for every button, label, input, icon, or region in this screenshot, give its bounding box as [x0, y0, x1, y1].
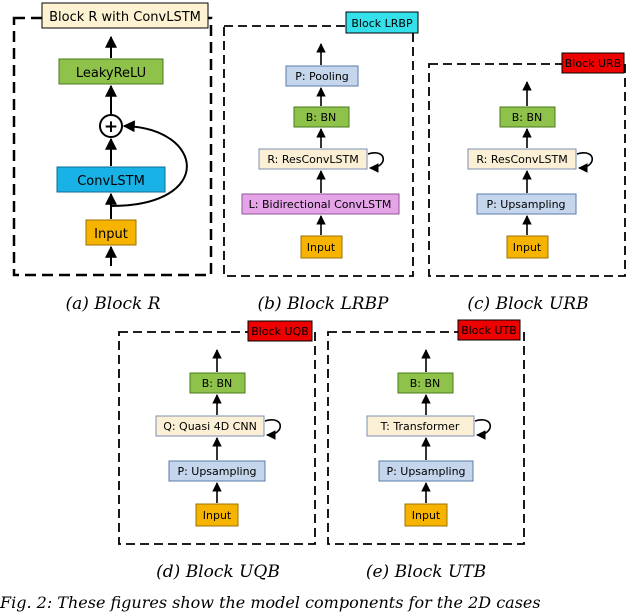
uqb-quasi-label: Q: Quasi 4D CNN [163, 420, 257, 433]
block-lrbp-frame [223, 25, 414, 277]
lrbp-bn-box [293, 106, 350, 128]
urb-up-box [476, 193, 577, 215]
lrbp-input-box [300, 235, 343, 259]
utb-up-label: P: Upsampling [386, 465, 465, 478]
block-r-input-box [85, 219, 137, 246]
uqb-bn-box [189, 372, 246, 394]
convlstm-label: ConvLSTM [77, 174, 145, 189]
urb-up-label: P: Upsampling [486, 198, 565, 211]
lrbp-loop-arrow [367, 152, 385, 173]
uqb-up-box [168, 460, 266, 482]
block-r-title: Block R with ConvLSTM [49, 10, 201, 25]
block-utb-title: Block UTB [461, 324, 517, 337]
block-uqb-frame [118, 331, 316, 545]
utb-bn-box [397, 372, 454, 394]
urb-input-label: Input [513, 241, 542, 254]
block-utb-title-box [457, 319, 521, 341]
block-urb-title: Block URB [565, 57, 622, 70]
caption-a: (a) Block R [66, 294, 161, 314]
lrbp-input-label: Input [307, 241, 336, 254]
block-urb-title-box [561, 52, 625, 74]
block-uqb: Block UQB B: BN Q: Quasi 4D CNN P: Upsam… [118, 320, 316, 545]
block-utb: Block UTB B: BN T: Transformer P: Upsamp… [327, 319, 525, 545]
urb-loop-arrow [576, 152, 594, 173]
uqb-input-label: Input [203, 509, 232, 522]
block-urb-frame [428, 63, 626, 277]
caption-d: (d) Block UQB [156, 562, 280, 582]
utb-trans-box [366, 415, 475, 437]
block-lrbp-title: Block LRBP [351, 17, 413, 30]
lrbp-pooling-label: P: Pooling [295, 70, 349, 83]
add-node-symbol: + [104, 117, 118, 137]
leakyrelu-box [58, 58, 164, 85]
lrbp-res-box [258, 148, 368, 170]
utb-trans-label: T: Transformer [380, 420, 460, 433]
utb-up-box [378, 460, 474, 482]
lrbp-res-label: R: ResConvLSTM [267, 153, 358, 166]
block-r-title-box [41, 2, 209, 29]
block-lrbp-title-box [345, 11, 419, 34]
block-r-input-label: Input [94, 227, 128, 242]
convlstm-box [56, 166, 166, 193]
block-r: Block R with ConvLSTM LeakyReLU + ConvLS… [12, 2, 213, 277]
urb-res-label: R: ResConvLSTM [476, 153, 567, 166]
uqb-input-box [195, 503, 239, 527]
lrbp-pooling-box [285, 65, 359, 87]
uqb-quasi-box [155, 415, 265, 437]
utb-input-label: Input [412, 509, 441, 522]
caption-b: (b) Block LRBP [258, 294, 390, 314]
block-lrbp: Block LRBP P: Pooling B: BN R: ResConvLS… [223, 11, 419, 277]
utb-loop-arrow [474, 419, 492, 440]
urb-bn-box [499, 106, 556, 128]
block-utb-frame [327, 331, 525, 545]
caption-e: (e) Block UTB [366, 562, 486, 582]
uqb-up-label: P: Upsampling [177, 465, 256, 478]
uqb-loop-arrow [264, 419, 282, 440]
figure-caption: Fig. 2: These figures show the model com… [0, 593, 541, 612]
urb-bn-label: B: BN [512, 111, 543, 124]
urb-input-box [506, 235, 549, 259]
leakyrelu-label: LeakyReLU [76, 66, 146, 81]
lrbp-bn-label: B: BN [306, 111, 337, 124]
urb-res-box [467, 148, 577, 170]
skip-connection-arrow [110, 120, 188, 207]
caption-c: (c) Block URB [467, 294, 588, 314]
add-node [99, 114, 123, 138]
lrbp-bidir-box [241, 193, 400, 215]
utb-bn-label: B: BN [410, 377, 441, 390]
block-uqb-title: Block UQB [251, 325, 309, 338]
uqb-bn-label: B: BN [202, 377, 233, 390]
utb-input-box [404, 503, 448, 527]
lrbp-bidir-label: L: Bidirectional ConvLSTM [249, 198, 392, 211]
block-urb: Block URB B: BN R: ResConvLSTM P: Upsamp… [428, 52, 626, 277]
block-r-frame [12, 16, 213, 277]
block-uqb-title-box [247, 320, 313, 342]
